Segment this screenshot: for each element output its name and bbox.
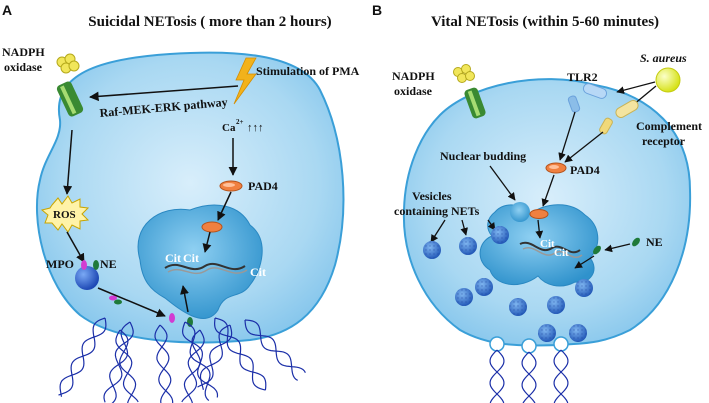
panel-a: A Suicidal NETosis ( more than 2 hours) … (2, 2, 360, 403)
s-aureus-label: S. aureus (640, 51, 687, 65)
pad4-enzyme-a-nuclear (201, 221, 223, 233)
tlr2-receptor-icon (567, 83, 608, 113)
nadph-label-a-2: oxidase (4, 60, 43, 74)
panel-letter-a: A (2, 2, 12, 18)
dna-strand (59, 317, 107, 397)
vesicles-b (423, 226, 593, 342)
dna-strand (489, 349, 505, 403)
dna-strand (553, 349, 569, 403)
ne-molecule-a (93, 260, 99, 270)
complement-label-2: receptor (642, 134, 686, 148)
panel-a-title: Suicidal NETosis ( more than 2 hours) (88, 14, 331, 30)
panel-b: B Vital NETosis (within 5-60 minutes) NA… (372, 2, 702, 403)
nuclear-bud (510, 202, 530, 222)
ne-label-a: NE (100, 257, 117, 271)
nadph-label-b-1: NADPH (392, 69, 435, 83)
dna-strand (109, 321, 131, 403)
dna-strand (521, 351, 537, 403)
ne-molecule-b-2 (632, 237, 640, 247)
dna-strand (154, 324, 174, 403)
dna-strand (244, 319, 299, 381)
dna-strand (58, 317, 106, 396)
dna-strand (103, 321, 134, 403)
nadph-label-a-1: NADPH (2, 45, 45, 59)
calcium-sup-a: 2+ (236, 118, 244, 126)
dna-strand (181, 321, 219, 398)
chromatin-a (164, 263, 246, 271)
dna-nets-a (58, 317, 306, 403)
mpo-molecule (81, 260, 87, 270)
dna-nets-b (489, 349, 569, 403)
s-aureus-icon (655, 67, 681, 93)
panel-b-title: Vital NETosis (within 5-60 minutes) (431, 14, 659, 30)
dna-strand (489, 349, 505, 403)
complement-receptor-icon (599, 99, 639, 135)
cit-label-b-2: Cit (554, 247, 569, 259)
chromatin-b (519, 241, 581, 254)
pad4-label-a: PAD4 (248, 179, 278, 193)
dna-strand (197, 324, 233, 388)
cit-label-a-3: Cit (250, 265, 266, 279)
stimulation-label: Stimulation of PMA (256, 64, 360, 78)
panel-letter-b: B (372, 2, 382, 18)
cit-label-a-1: Cit (165, 251, 181, 265)
dna-strand (115, 329, 139, 403)
mpo-label: MPO (46, 257, 74, 271)
granule-a (75, 266, 99, 290)
vesicles-label-2: containing NETs (394, 204, 480, 218)
dna-strand (181, 329, 205, 403)
nadph-oxidase-icon-b (453, 64, 486, 119)
dna-strand (156, 324, 172, 403)
calcium-arrows-a: ↑↑↑ (247, 122, 264, 134)
nadph-oxidase-icon-a (56, 53, 84, 117)
complement-label-1: Complement (636, 119, 702, 133)
ros-label: ROS (53, 209, 76, 221)
dna-strand (184, 321, 211, 402)
nadph-label-b-2: oxidase (394, 84, 433, 98)
pathway-arrow (89, 85, 239, 102)
vesicles-label-1: Vesicles (412, 189, 452, 203)
dna-strand (183, 329, 201, 403)
dna-strand (199, 324, 231, 390)
ne-label-b: NE (646, 235, 663, 249)
cit-label-a-2: Cit (183, 251, 199, 265)
calcium-label-a: Ca (222, 122, 236, 134)
dna-strand (119, 329, 137, 403)
ne-molecule-b-1 (593, 245, 601, 255)
nuclear-budding-label: Nuclear budding (440, 149, 526, 163)
lightning-bolt-icon (233, 57, 257, 105)
dna-strand (553, 349, 569, 403)
nucleus-a (137, 204, 263, 319)
cit-label-b-1: Cit (540, 238, 555, 250)
ros-burst-icon (40, 195, 90, 233)
cell-a (36, 51, 345, 344)
dna-strand (521, 351, 537, 403)
dna-strand (244, 319, 306, 374)
pad4-label-b: PAD4 (570, 163, 600, 177)
tlr2-label: TLR2 (567, 70, 598, 84)
